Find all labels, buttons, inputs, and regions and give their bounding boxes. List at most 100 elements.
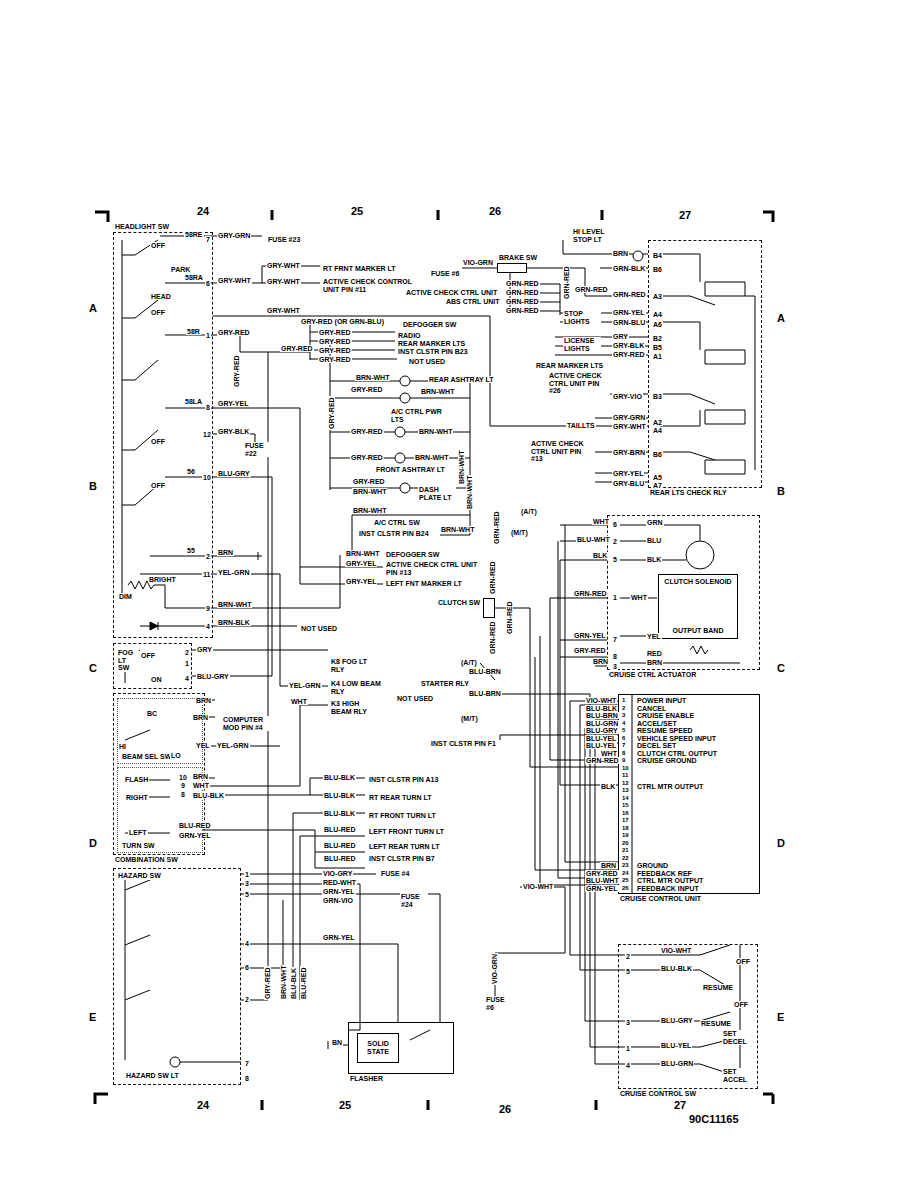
wire-label: GRN-YEL: [322, 888, 356, 895]
wire-label: VIO-WHT: [522, 883, 554, 890]
bulb-symbol: [400, 393, 410, 403]
wire-label: YEL-GRN: [217, 569, 251, 576]
wire-label: GRY-YEL: [217, 400, 249, 407]
wire-label: RT REAR TURN LT: [368, 794, 432, 801]
pin-number: 2: [184, 649, 190, 656]
wire-label: GRY-RED: [350, 454, 384, 461]
wire-label: GRY-BLK: [612, 342, 645, 349]
wire-label: GRY-RED: [585, 870, 619, 877]
wire-label: BN: [331, 1039, 343, 1046]
wire-label: BRN-WHT: [420, 388, 455, 395]
pin-number: 5: [612, 556, 618, 563]
wire-label: BLU-WHT: [585, 877, 620, 884]
wire-label: GRY-RED: [318, 329, 352, 336]
wire-label: BLU-BLK: [192, 792, 225, 799]
pin-number: 6: [205, 280, 211, 287]
bulb-symbol: [395, 427, 405, 437]
wire-label: WHT: [290, 698, 308, 705]
wire-label: ACTIVE CHECK CTRL UNIT PIN #26: [548, 372, 610, 395]
wire-label: BLU-BRN: [468, 690, 502, 697]
wire-label: (M/T): [510, 529, 529, 536]
wire-label: LICENSE LIGHTS: [563, 337, 601, 352]
grid-reference: 24: [196, 206, 210, 217]
wire-label: SET ACCEL: [722, 1068, 748, 1083]
wire-label: A/C CTRL PWR LTS: [390, 408, 447, 423]
wire-label: GRY-BLK: [217, 428, 250, 435]
pin-number: 25: [621, 877, 630, 883]
grid-reference: 90C11165: [688, 1114, 740, 1125]
pin-number: 9: [205, 605, 211, 612]
wire-label: (M/T): [460, 715, 479, 722]
wire-label: GRY-RED: [573, 647, 607, 654]
wire-label: INST CLSTR PIN B23: [397, 348, 469, 355]
grid-reference: D: [88, 838, 98, 849]
wire-label: FUSE #6: [430, 270, 460, 277]
wire-label: A4: [652, 311, 663, 318]
wire-label: POWER INPUT: [636, 697, 687, 704]
wire-label: CRUISE GROUND: [636, 757, 698, 764]
component-name: CLUTCH SOLENOID: [663, 578, 732, 586]
wire-label: VIO-GRN: [491, 953, 498, 985]
pin-number: 56: [186, 468, 196, 475]
pin-number: 8: [180, 791, 186, 798]
wire-label: BLU-RED: [323, 826, 357, 833]
grid-reference: C: [776, 663, 786, 674]
wire-label: NOT USED: [300, 625, 338, 632]
wire-label: BRN-WHT: [440, 526, 475, 533]
wire-label: FLASH: [124, 776, 149, 783]
wire-label: BRN: [592, 658, 609, 665]
pin-number: 3: [244, 880, 250, 887]
wire-label: VEHICLE SPEED INPUT: [636, 735, 717, 742]
wire-label: 58RA: [184, 274, 204, 281]
wire-label: DEFOGGER SW: [385, 551, 440, 558]
wire-label: FUSE #4: [380, 870, 410, 877]
component-name: BRAKE SW: [498, 254, 538, 262]
solenoid-box: CLUTCH SOLENOIDOUTPUT BAND: [658, 574, 738, 639]
component-name: REAR LTS CHECK RLY: [649, 489, 728, 497]
pin-number: 4: [184, 675, 190, 682]
wire-label: BLU-GRY: [585, 727, 619, 734]
left-wires: [192, 236, 397, 1000]
actuator-box: CRUISE CTRL ACTUATORCLUTCH SOLENOIDOUTPU…: [607, 515, 760, 670]
wire-label: FEEDBACK INPUT: [636, 885, 700, 892]
wire-label: GRY-WHT: [266, 278, 301, 285]
wire-label: LEFT REAR TURN LT: [368, 843, 441, 850]
wire-label: BLU-GRY: [196, 673, 230, 680]
wire-label: A6: [652, 321, 663, 328]
pin-number: 19: [621, 832, 630, 838]
wire-label: GRY-RED: [318, 356, 352, 363]
wire-label: GRY-YEL: [345, 560, 377, 567]
wire-label: GRY-YEL: [612, 470, 644, 477]
pin-number: 13: [621, 787, 630, 793]
pin-number: 3: [621, 712, 626, 718]
grid-reference: E: [776, 1012, 785, 1023]
hazard-wires: [125, 813, 440, 1062]
wire-label: GRY-RED: [350, 428, 384, 435]
wire-connector: [241, 944, 398, 1022]
wire-label: GRY-YEL: [345, 578, 377, 585]
wire-label: B6: [652, 266, 663, 273]
pin-number: 8: [621, 750, 626, 756]
wire-label: FRONT ASHTRAY LT: [375, 466, 446, 473]
component-name: TURN SW: [121, 842, 156, 850]
corner-marks: [95, 210, 773, 1110]
wire-label: GRY: [196, 646, 213, 653]
wire-label: FUSE #24: [400, 893, 428, 908]
wire-label: GRY-RED: [352, 478, 386, 485]
wire-label: ABS CTRL UNIT: [445, 298, 501, 305]
pin-number: 2: [621, 705, 626, 711]
wire-label: BRN: [192, 773, 209, 780]
wire-label: BRN: [192, 714, 209, 721]
grid-reference: 24: [196, 1100, 210, 1111]
pin-number: 1: [625, 1045, 631, 1052]
wire-label: A3: [652, 293, 663, 300]
wire-label: NOT USED: [396, 695, 434, 702]
wire-label: BLK: [600, 783, 616, 790]
grid-reference: 25: [350, 206, 364, 217]
wire-label: ACCEL/SET: [636, 720, 678, 727]
wire-label: BRN: [612, 250, 629, 257]
wire-label: INST CLSTR PIN B24: [358, 530, 430, 537]
wire-label: YEL: [195, 742, 211, 749]
